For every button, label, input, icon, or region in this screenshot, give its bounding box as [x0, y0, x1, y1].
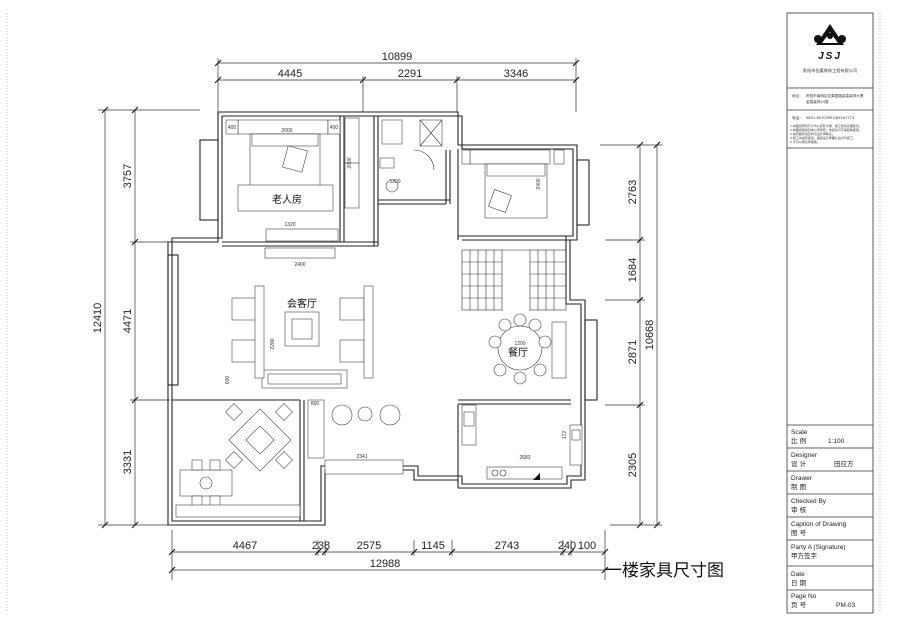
elder-side-a-dim: 400 — [228, 125, 237, 131]
title-row-designer: Designer 设 计 田应方 — [791, 452, 854, 468]
title-row-date-en: Date — [791, 571, 805, 578]
title-row-designer-en: Designer — [791, 452, 818, 459]
title-row-designer-value: 田应方 — [834, 459, 854, 468]
note-2: 2.本图纸版权归本公司所有，未经许可不得复制使用。 — [790, 127, 862, 132]
title-row-scale-en: Scale — [791, 429, 808, 436]
walls — [167, 111, 598, 526]
elder-wardrobe-dim: 2000 — [347, 157, 353, 168]
bath-vanity-dim: 1200 — [389, 179, 400, 185]
dim-bottom-seg-6: 240 — [558, 540, 576, 552]
elder-cabinet-dim: 1320 — [284, 222, 295, 228]
lounge-furniture — [175, 403, 301, 518]
elder-bed-dim: 2000 — [281, 128, 292, 134]
room-label-elder: 老人房 — [272, 193, 302, 206]
right-cab-dim: 172 — [562, 431, 568, 440]
kitchen-counter-dim: 2683 — [519, 455, 530, 461]
title-row-designer-zh: 设 计 — [791, 459, 807, 468]
dim-left-seg-2: 4471 — [122, 309, 134, 333]
dim-right-total: 10668 — [644, 320, 656, 351]
phone-number: 0851-85703992/85547773 — [806, 116, 854, 120]
title-row-scale: Scale 比 例 1:100 — [791, 429, 845, 445]
title-row-drawer: Drawer 制 图 — [791, 475, 813, 491]
title-row-checked-en: Checked By — [791, 498, 827, 505]
kitchen-fixtures — [461, 404, 583, 480]
elder-side-b-dim: 400 — [330, 125, 339, 131]
company-info: 地址： 贵阳市南明区花果园路金嘉装饰大厦 金嘉装饰24楼 电话： 0851-85… — [792, 93, 864, 120]
sheet-border — [6, 13, 881, 613]
dim-top-seg-1: 4445 — [278, 68, 302, 80]
dim-bottom-seg-5: 2743 — [495, 540, 519, 552]
dim-right-seg-4: 2305 — [627, 453, 639, 477]
dim-bottom-seg-1: 4467 — [233, 540, 257, 552]
room-label-dining: 餐厅 — [508, 346, 528, 359]
title-row-party-a: Party A (Signature) 甲方签字 — [791, 544, 846, 560]
sofa-depth-dim: 600 — [225, 376, 231, 385]
dim-top-seg-2: 2291 — [398, 68, 422, 80]
bath-fixtures — [379, 119, 443, 193]
title-block-frame — [786, 12, 874, 614]
dim-right-seg-1: 2763 — [627, 180, 639, 204]
note-4: 4.施工中如有变动，需经设计师确认后方可施工。 — [790, 135, 856, 140]
dim-bottom-total: 12988 — [370, 558, 401, 570]
company-logo-icon — [814, 24, 846, 45]
dim-right-seg-2: 1684 — [627, 258, 639, 282]
phone-label: 电话： — [792, 115, 803, 120]
dim-left-seg-3: 3331 — [122, 450, 134, 474]
address-line-2: 金嘉装饰24楼 — [806, 99, 829, 104]
dim-bottom-seg-3: 2575 — [357, 540, 381, 552]
title-row-drawer-zh: 制 图 — [791, 482, 806, 491]
dim-bottom-seg-2: 238 — [312, 540, 330, 552]
title-row-scale-zh: 比 例 — [791, 436, 806, 445]
company-name: 贵阳市金嘉装饰工程有限公司 — [803, 67, 857, 74]
dimension-lines — [98, 58, 662, 580]
title-row-drawer-en: Drawer — [791, 475, 813, 482]
title-row-date-zh: 日 期 — [791, 579, 807, 587]
foyer-furniture — [307, 399, 404, 475]
hall-console-dim: 2400 — [294, 262, 305, 268]
dim-right-seg-3: 2871 — [627, 340, 639, 364]
dim-bottom-seg-4: 1145 — [421, 540, 445, 552]
dining-table-dim: 1200 — [514, 341, 525, 347]
drawing-title: 一楼家具尺寸图 — [605, 561, 724, 581]
title-row-date: Date 日 期 — [791, 571, 807, 587]
title-row-party-a-en: Party A (Signature) — [791, 544, 846, 551]
dim-top-total: 10899 — [382, 51, 413, 63]
title-row-party-a-zh: 甲方签字 — [791, 551, 818, 560]
drawing-notes: 1.本图纸所有尺寸均以实际为准，施工前请仔细核对。 2.本图纸版权归本公司所有，… — [790, 123, 862, 144]
staircase — [461, 249, 567, 311]
elder-room-furniture — [225, 117, 360, 242]
title-row-page-zh: 页 号 — [791, 601, 807, 609]
title-row-caption-zh: 图 号 — [791, 529, 807, 537]
note-3: 3.如有疑问请及时与设计师联系。 — [790, 131, 835, 136]
dimension-ticks — [101, 59, 661, 574]
address-line-1: 贵阳市南明区花果园路金嘉装饰大厦 — [806, 93, 864, 98]
title-row-page: Page No 页 号 PM-03 — [791, 593, 856, 609]
dim-bottom-seg-7: 100 — [578, 540, 596, 552]
title-row-checked-zh: 审 核 — [791, 505, 807, 514]
sideboard-dim: 2341 — [356, 454, 367, 460]
sofa-dim: 2200 — [270, 338, 276, 349]
title-row-page-value: PM-03 — [836, 602, 856, 609]
logo-letters: JSJ — [818, 51, 842, 62]
dining-furniture — [488, 313, 567, 385]
guest-bed-dim: 2400 — [536, 178, 542, 189]
note-5: 5.不可以按比例量取。 — [790, 139, 820, 144]
title-row-scale-value: 1:100 — [828, 438, 845, 445]
title-row-caption-en: Caption of Drawing — [791, 521, 847, 528]
address-label: 地址： — [792, 93, 803, 98]
dim-top-seg-3: 3346 — [504, 68, 528, 80]
dim-left-total: 12410 — [92, 303, 104, 334]
dim-left-seg-1: 3757 — [122, 164, 134, 188]
foyer-dim: 800 — [311, 401, 320, 407]
title-row-caption: Caption of Drawing 图 号 — [791, 521, 847, 537]
title-row-page-en: Page No — [791, 593, 817, 600]
living-room-furniture — [231, 247, 374, 389]
title-row-checked: Checked By 审 核 — [791, 498, 827, 514]
guest-room-furniture — [461, 149, 565, 219]
room-label-living: 会客厅 — [287, 297, 317, 310]
note-1: 1.本图纸所有尺寸均以实际为准，施工前请仔细核对。 — [790, 123, 862, 128]
